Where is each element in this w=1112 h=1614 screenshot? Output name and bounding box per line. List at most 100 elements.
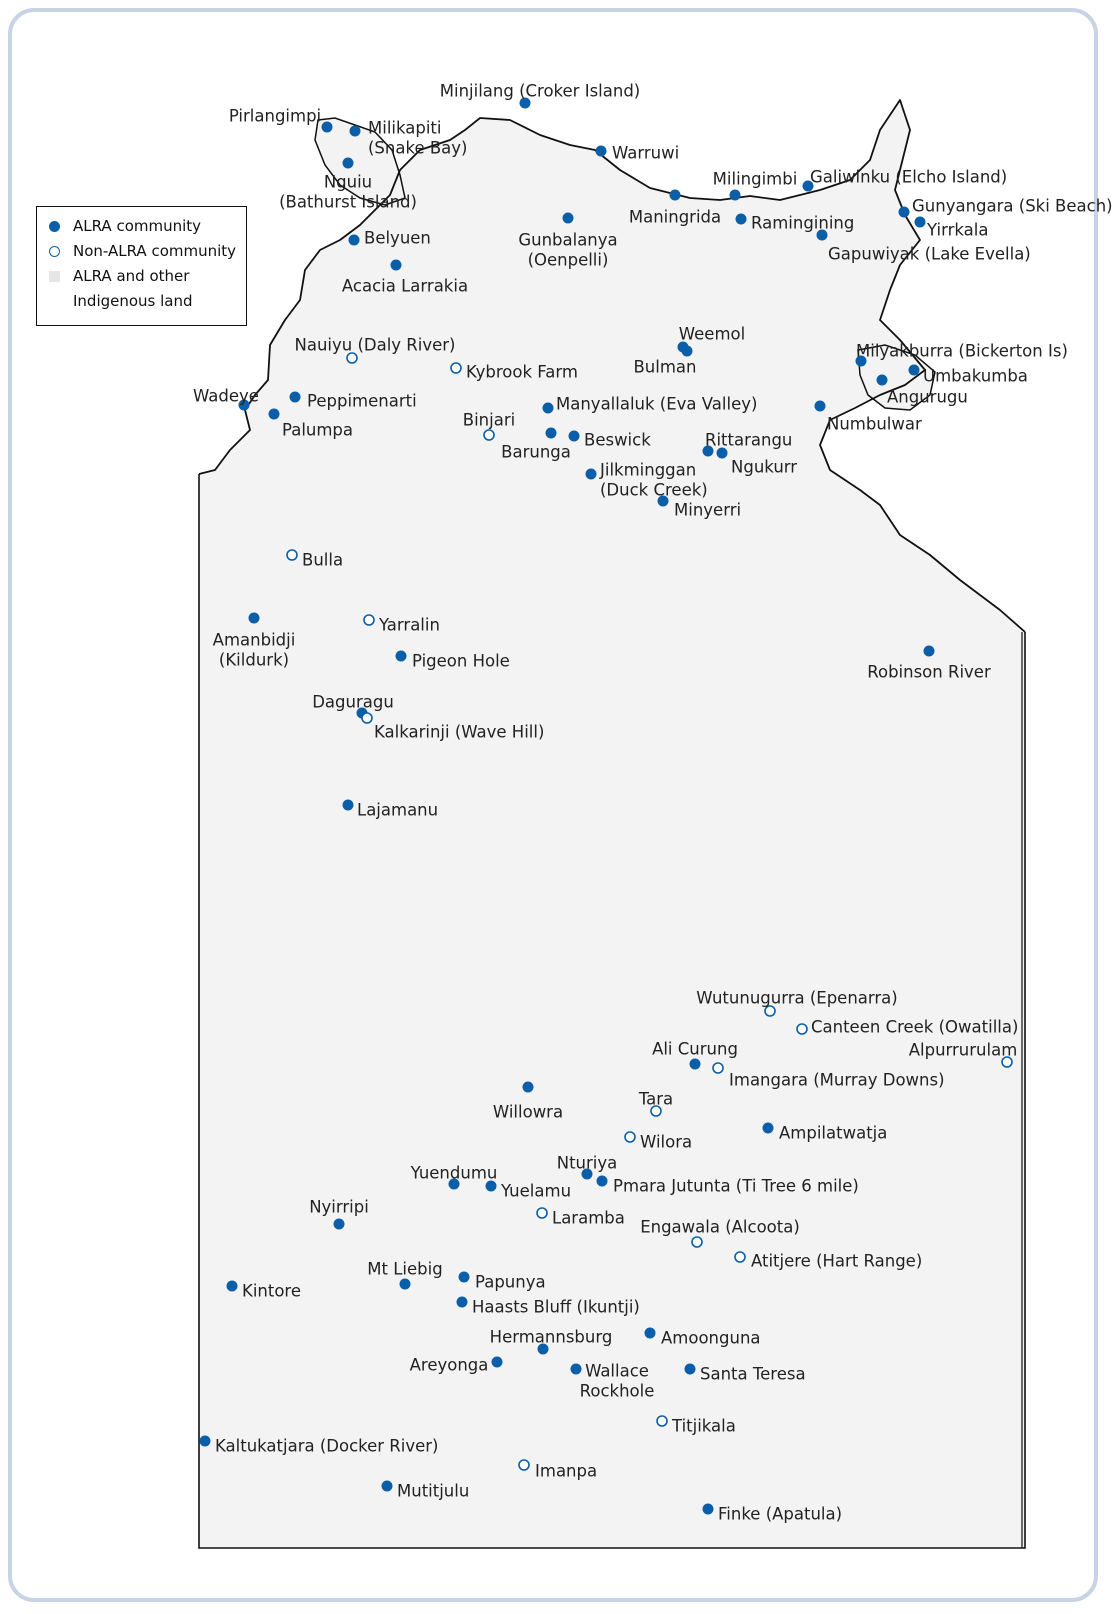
label-angurugu: Angurugu [887,388,968,407]
marker-lajamanu [342,799,354,811]
label-yuendumu: Yuendumu [410,1164,498,1183]
label-mt-liebig: Mt Liebig [367,1260,442,1279]
label-ampilatwatja: Ampilatwatja [779,1124,887,1143]
label-minjilang-croker-island: Minjilang (Croker Island) [440,82,640,101]
label-nturiya: Nturiya [557,1154,618,1173]
marker-areyonga [491,1356,503,1368]
legend-label-non-alra: Non-ALRA community [73,242,237,260]
label-titjikala: Titjikala [671,1417,736,1436]
label-imangara-murray-downs: Imangara (Murray Downs) [729,1071,945,1090]
marker-ramingining [735,213,747,225]
land-swatch-icon [49,271,60,282]
marker-pmara-jutunta-ti-tree-6-mile [596,1175,608,1187]
label-gapuwiyak-lake-evella: Gapuwiyak (Lake Evella) [828,245,1031,264]
marker-bulman [681,345,693,357]
label-pirlangimpi: Pirlangimpi [229,107,321,126]
marker-mt-liebig [399,1278,411,1290]
label-binjari: Binjari [463,411,515,430]
label-pigeon-hole: Pigeon Hole [412,652,510,671]
marker-canteen-creek-owatilla [796,1023,808,1035]
label-ramingining: Ramingining [751,214,854,233]
marker-engawala-alcoota [691,1236,703,1248]
label-rittarangu: Rittarangu [705,431,792,450]
label-beswick: Beswick [584,431,651,450]
groote-eylandt [857,344,936,411]
marker-kintore [226,1280,238,1292]
label-belyuen: Belyuen [364,229,431,248]
label-yarralin: Yarralin [378,616,440,635]
label-gunbalanya-line2: (Oenpelli) [528,251,609,270]
marker-gunbalanya [562,212,574,224]
marker-binjari [483,429,495,441]
label-nguiu: Nguiu [324,173,372,192]
marker-mutitjulu [381,1480,393,1492]
marker-nauiyu-daly-river [346,352,358,364]
marker-numbulwar [814,400,826,412]
label-laramba: Laramba [552,1209,625,1228]
label-galiwinku-elcho-island: Galiwinku (Elcho Island) [810,168,1007,187]
label-nguiu-line2: (Bathurst Island) [279,193,417,212]
marker-imangara-murray-downs [712,1062,724,1074]
label-pmara-jutunta-ti-tree-6-mile: Pmara Jutunta (Ti Tree 6 mile) [613,1177,859,1196]
label-bulla: Bulla [302,551,343,570]
marker-ali-curung [689,1058,701,1070]
marker-belyuen [348,234,360,246]
marker-santa-teresa [684,1363,696,1375]
label-ali-curung: Ali Curung [652,1040,738,1059]
label-gunyangara-ski-beach: Gunyangara (Ski Beach) [912,197,1112,216]
label-milingimbi: Milingimbi [713,170,798,189]
marker-yuendumu [448,1178,460,1190]
label-wallace: Wallace [585,1362,649,1381]
marker-robinson-river [923,645,935,657]
label-willowra: Willowra [493,1103,563,1122]
marker-pirlangimpi [321,121,333,133]
label-daguragu: Daguragu [312,693,394,712]
label-robinson-river: Robinson River [867,663,991,682]
marker-wilora [624,1131,636,1143]
community-labels: Minjilang (Croker Island) PirlangimpiMili… [193,82,1112,1524]
marker-nturiya [581,1168,593,1180]
label-ngukurr: Ngukurr [731,458,797,477]
marker-atitjere-hart-range [734,1251,746,1263]
legend-label-alra: ALRA community [73,217,202,235]
label-kaltukatjara-docker-river: Kaltukatjara (Docker River) [215,1437,438,1456]
marker-palumpa [268,408,280,420]
marker-gapuwiyak-lake-evella [816,229,828,241]
label-wallace-line2: Rockhole [580,1382,655,1401]
label-atitjere-hart-range: Atitjere (Hart Range) [751,1252,922,1271]
label-milikapiti-line2: (Snake Bay) [368,139,467,158]
label-amoonguna: Amoonguna [661,1329,761,1348]
label-yuelamu: Yuelamu [500,1182,571,1201]
label-amanbidji: Amanbidji [213,631,296,650]
label-mutitjulu: Mutitjulu [397,1482,469,1501]
marker-yuelamu [485,1180,497,1192]
marker-peppimenarti [289,391,301,403]
label-maningrida: Maningrida [629,208,721,227]
label-imanpa: Imanpa [535,1462,597,1481]
label-palumpa: Palumpa [282,421,353,440]
label-jilkminggan-line2: (Duck Creek) [600,481,708,500]
marker-barunga [545,427,557,439]
marker-pigeon-hole [395,650,407,662]
label-wutunugurra-epenarra: Wutunugurra (Epenarra) [696,989,897,1008]
label-areyonga: Areyonga [410,1356,489,1375]
marker-haasts-bluff-ikuntji [456,1296,468,1308]
marker-alpurrurulam [1001,1056,1013,1068]
label-gunbalanya: Gunbalanya [518,231,617,250]
marker-minjilang-croker-island [519,97,531,109]
marker-willowra [522,1081,534,1093]
label-papunya: Papunya [475,1273,546,1292]
tiwi-islands [314,117,406,206]
marker-bulla [286,549,298,561]
marker-amoonguna [644,1327,656,1339]
marker-umbakumba [908,364,920,376]
marker-laramba [536,1207,548,1219]
label-acacia-larrakia: Acacia Larrakia [342,277,468,296]
marker-jilkminggan [585,468,597,480]
territory-border [198,474,1026,1549]
label-engawala-alcoota: Engawala (Alcoota) [640,1218,800,1237]
marker-wadeye [238,399,250,411]
marker-galiwinku-elcho-island [802,180,814,192]
label-finke-apatula: Finke (Apatula) [718,1505,842,1524]
